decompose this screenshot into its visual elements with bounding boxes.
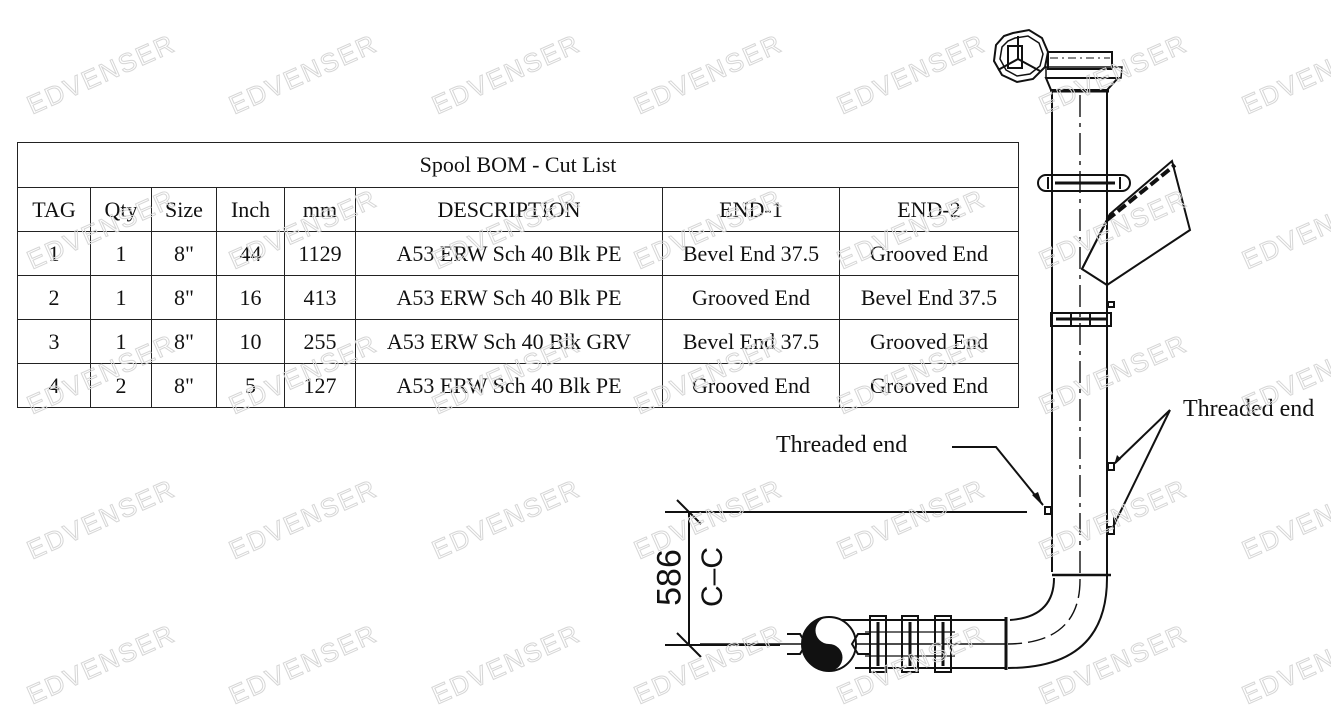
cell-mm: 127: [284, 363, 356, 408]
column-header-end2: END-2: [839, 187, 1019, 232]
table-row: 3 1 8" 10 255 A53 ERW Sch 40 Blk GRV Bev…: [17, 319, 1019, 364]
cell-qty: 2: [90, 363, 152, 408]
column-header-end1: END-1: [662, 187, 840, 232]
cell-inch: 16: [216, 275, 285, 320]
cell-end1: Grooved End: [662, 275, 840, 320]
cell-size: 8": [151, 275, 217, 320]
cell-size: 8": [151, 363, 217, 408]
cell-size: 8": [151, 231, 217, 276]
cell-end2: Grooved End: [839, 319, 1019, 364]
cell-end1: Bevel End 37.5: [662, 319, 840, 364]
column-header-tag: TAG: [17, 187, 91, 232]
threaded-end-callout-left: Threaded end: [776, 432, 908, 458]
cell-end2: Bevel End 37.5: [839, 275, 1019, 320]
cell-size: 8": [151, 319, 217, 364]
cell-inch: 10: [216, 319, 285, 364]
cell-qty: 1: [90, 231, 152, 276]
table-row: 2 1 8" 16 413 A53 ERW Sch 40 Blk PE Groo…: [17, 275, 1019, 320]
valve-icon: [787, 616, 870, 672]
table-row: 4 2 8" 5 127 A53 ERW Sch 40 Blk PE Groov…: [17, 363, 1019, 408]
cell-end1: Bevel End 37.5: [662, 231, 840, 276]
bom-cut-list-table: Spool BOM - Cut List TAG Qty Size Inch m…: [17, 142, 1019, 408]
cell-inch: 5: [216, 363, 285, 408]
cell-mm: 255: [284, 319, 356, 364]
threaded-end-callout-right: Threaded end: [1183, 396, 1315, 422]
cell-description: A53 ERW Sch 40 Blk PE: [355, 363, 663, 408]
cell-description: A53 ERW Sch 40 Blk PE: [355, 231, 663, 276]
column-header-size: Size: [151, 187, 217, 232]
cell-end2: Grooved End: [839, 231, 1019, 276]
column-header-description: DESCRIPTION: [355, 187, 663, 232]
table-title: Spool BOM - Cut List: [17, 142, 1019, 188]
handwheel-icon: [992, 28, 1050, 84]
column-header-qty: Qty: [90, 187, 152, 232]
cell-inch: 44: [216, 231, 285, 276]
cell-mm: 1129: [284, 231, 356, 276]
table-header-row: TAG Qty Size Inch mm DESCRIPTION END-1 E…: [17, 187, 1019, 232]
dimension-value: 586: [650, 549, 689, 606]
cell-description: A53 ERW Sch 40 Blk PE: [355, 275, 663, 320]
cell-end1: Grooved End: [662, 363, 840, 408]
dimension-reference: C–C: [696, 546, 729, 607]
cell-tag: 3: [17, 319, 91, 364]
cell-tag: 4: [17, 363, 91, 408]
table-row: 1 1 8" 44 1129 A53 ERW Sch 40 Blk PE Bev…: [17, 231, 1019, 276]
column-header-inch: Inch: [216, 187, 285, 232]
cell-description: A53 ERW Sch 40 Blk GRV: [355, 319, 663, 364]
cell-tag: 2: [17, 275, 91, 320]
cell-qty: 1: [90, 275, 152, 320]
column-header-mm: mm: [284, 187, 356, 232]
cell-tag: 1: [17, 231, 91, 276]
cell-end2: Grooved End: [839, 363, 1019, 408]
cell-qty: 1: [90, 319, 152, 364]
cell-mm: 413: [284, 275, 356, 320]
